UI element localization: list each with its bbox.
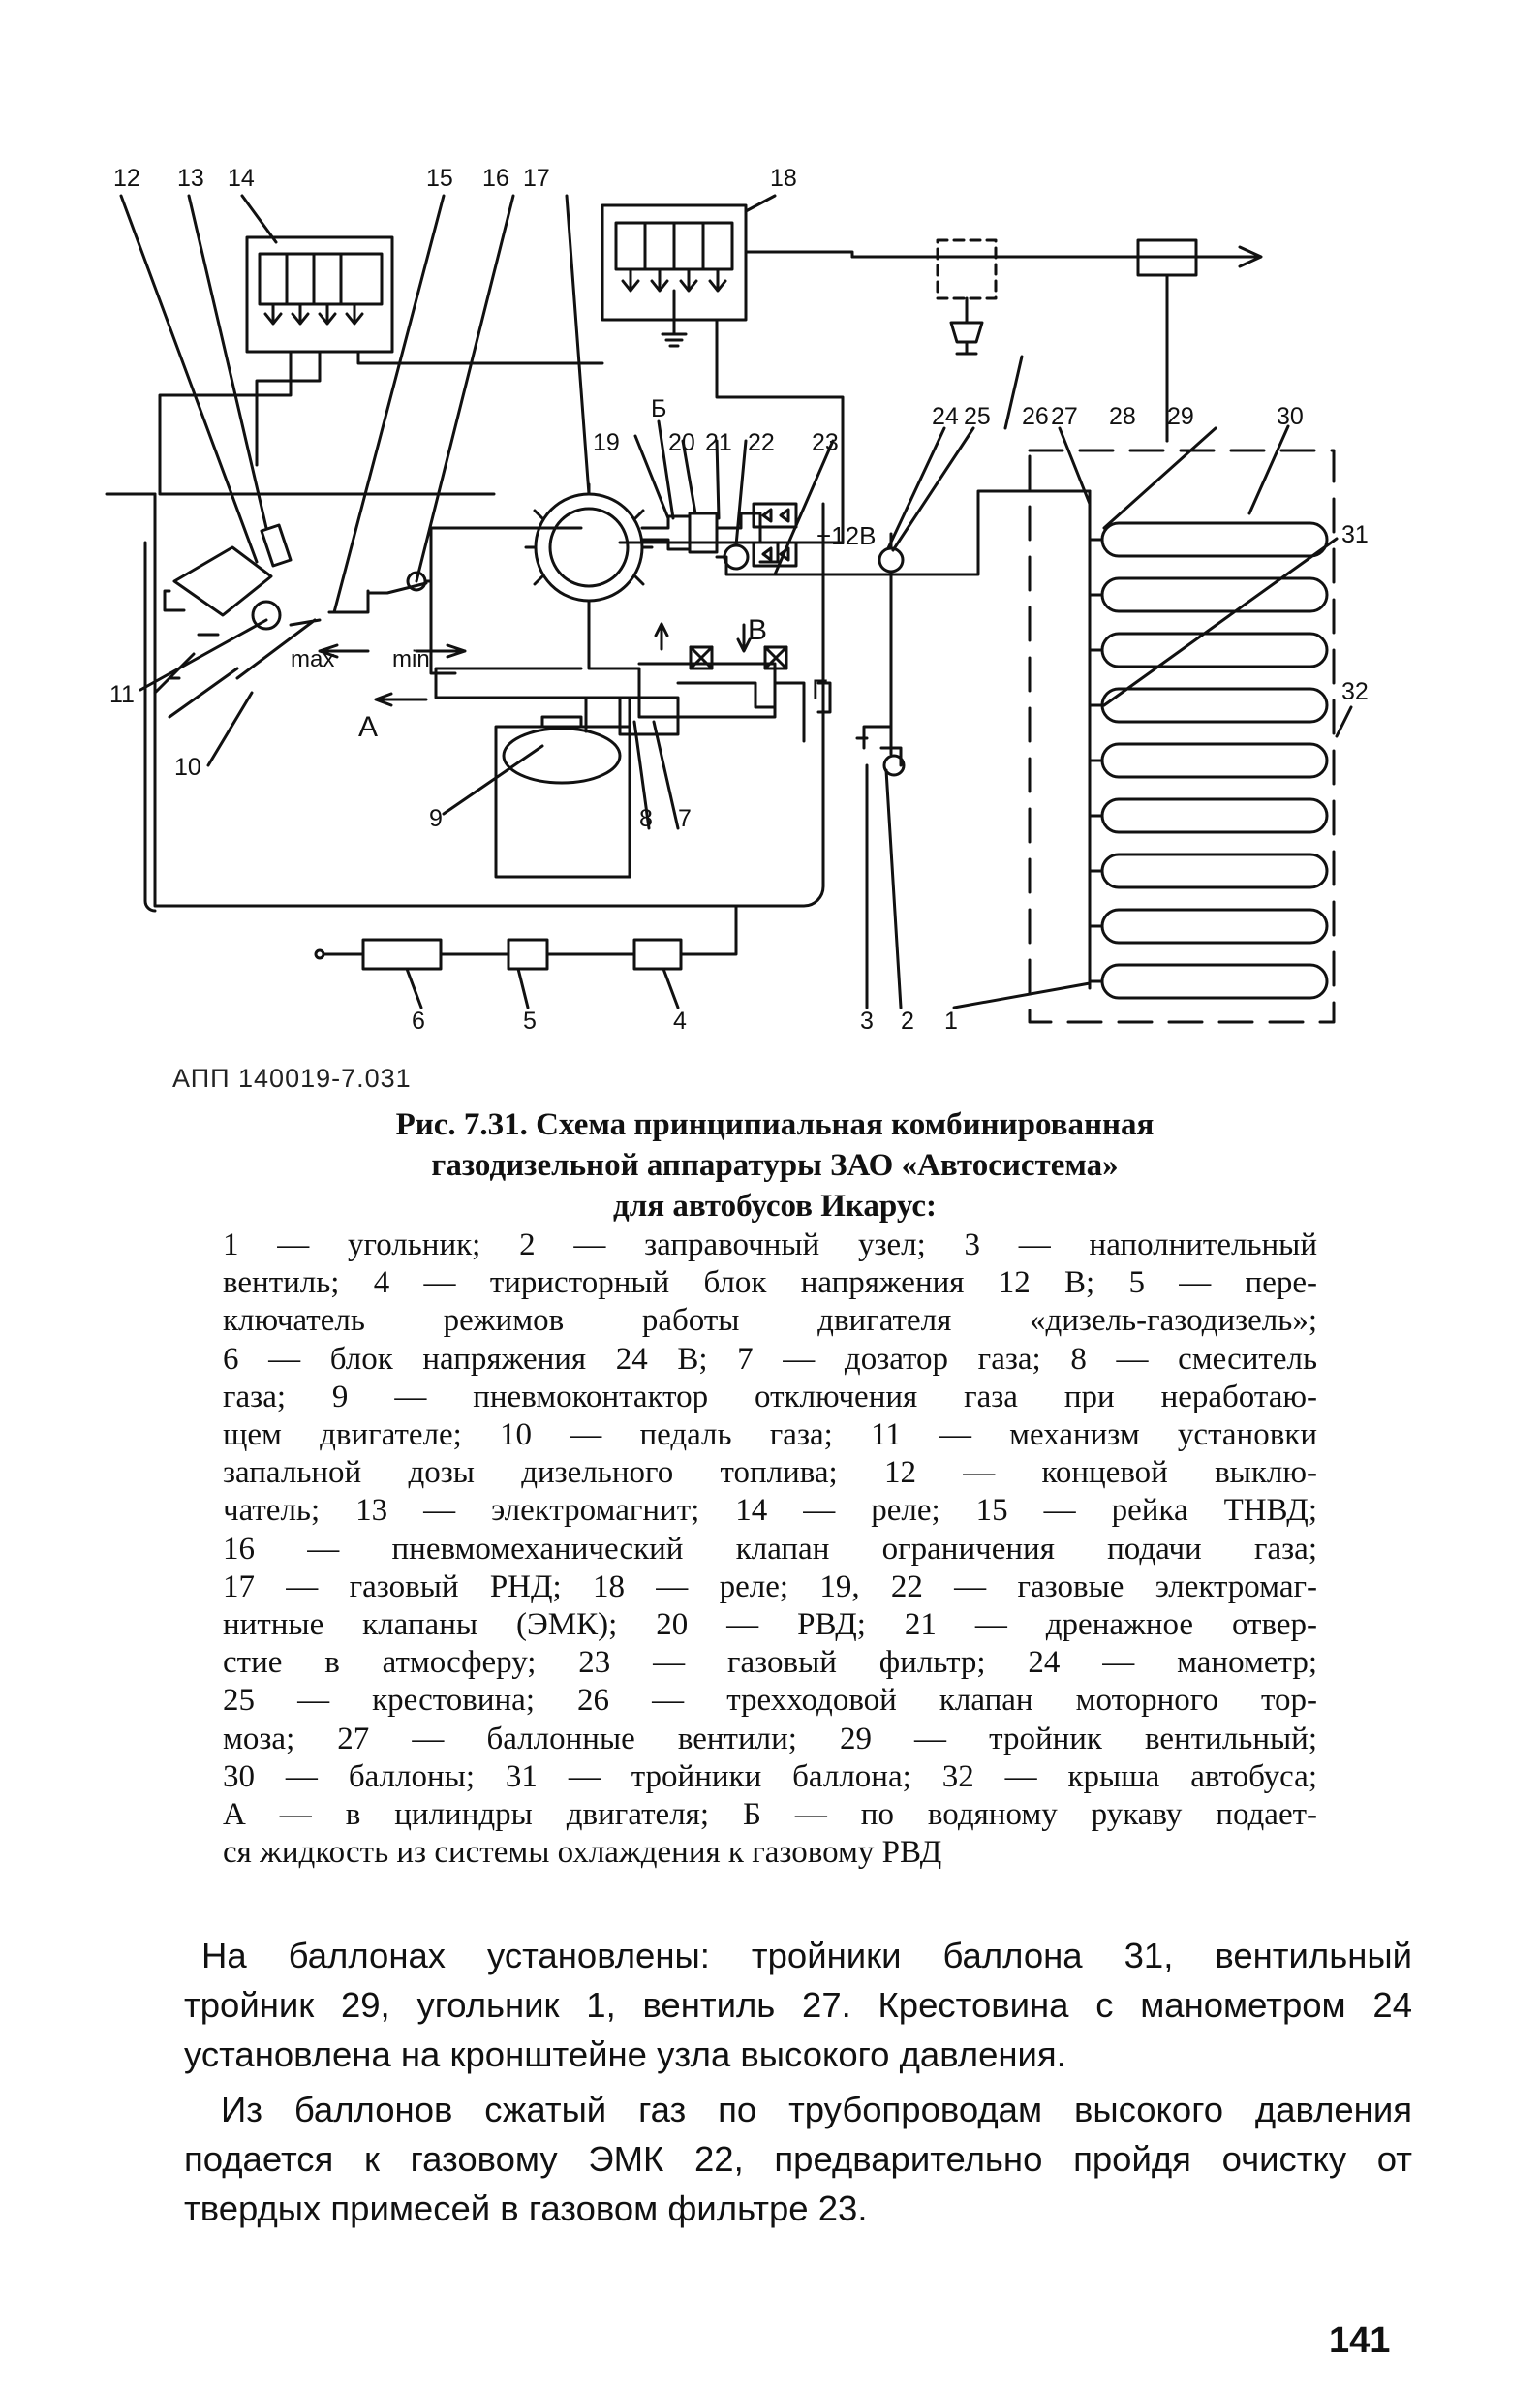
callout: 6	[412, 1008, 425, 1035]
legend-line: 1 — угольник; 2 — заправочный узел; 3 — …	[223, 1227, 1317, 1262]
legend-line: 25 — крестовина; 26 — трехходовой клапан…	[223, 1683, 1317, 1719]
callout: 15	[426, 165, 453, 192]
figure-code: АПП 140019-7.031	[172, 1064, 412, 1093]
page-number: 141	[1329, 2320, 1391, 2361]
caption-title-line: газодизельной аппаратуры ЗАО «Автосистем…	[431, 1148, 1119, 1183]
label-a: А	[358, 711, 378, 743]
paragraph-line: установлена на кронштейне узла высокого …	[184, 2034, 1066, 2074]
callout: 16	[482, 165, 509, 192]
figure-legend: 1 — угольник; 2 — заправочный узел; 3 — …	[223, 1227, 1317, 1872]
relay-block-14	[245, 235, 394, 354]
legend-line: 17 — газовый РНД; 18 — реле; 19, 22 — га…	[223, 1568, 1317, 1604]
callout: 17	[523, 165, 550, 192]
callout: 30	[1277, 403, 1304, 430]
callout: 22	[748, 429, 775, 456]
legend-line: газа; 9 — пневмоконтактор отключения газ…	[223, 1379, 1317, 1414]
callout: 4	[673, 1008, 687, 1035]
label-max: max	[291, 646, 334, 672]
callout: 27	[1051, 403, 1078, 430]
cylinder-bank-30	[1088, 521, 1329, 1000]
legend-line: стие в атмосферу; 23 — газовый фильтр; 2…	[223, 1645, 1317, 1681]
callout: 1	[944, 1008, 958, 1035]
caption-title-line: Рис. 7.31. Схема принципиальная комбинир…	[395, 1107, 1155, 1142]
label-g: Г	[812, 674, 827, 706]
callout: 18	[770, 165, 797, 192]
legend-line: 16 — пневмомеханический клапан ограничен…	[223, 1531, 1317, 1567]
callout: 12	[113, 165, 140, 192]
legend-line: запальной дозы дизельного топлива; 12 — …	[223, 1455, 1317, 1491]
callout: 25	[964, 403, 991, 430]
figure-caption-title: Рис. 7.31. Схема принципиальная комбинир…	[223, 1104, 1327, 1227]
callout: 8	[639, 805, 653, 832]
callout: Б	[651, 395, 666, 422]
callout: 10	[174, 754, 201, 781]
pedal-mechanism	[153, 523, 322, 719]
callout: 11	[109, 681, 135, 708]
label-v: В	[748, 614, 767, 646]
paragraph-line: твердых примесей в газовом фильтре 23.	[184, 2189, 868, 2228]
body-paragraph-2: Из баллонов сжатый газ по трубопроводам …	[184, 2085, 1412, 2233]
callout: 28	[1109, 403, 1136, 430]
callout: 19	[593, 429, 620, 456]
caption-title-line: для автобусов Икарус:	[613, 1189, 937, 1224]
label-voltage: +12В	[816, 521, 876, 550]
legend-line: щем двигателе; 10 — педаль газа; 11 — ме…	[223, 1417, 1317, 1453]
legend-line: ключатель режимов работы двигателя «дизе…	[223, 1303, 1317, 1339]
callout: 5	[523, 1008, 537, 1035]
legend-line: вентиль; 4 — тиристорный блок напряжения…	[223, 1265, 1317, 1301]
relay-block-18	[601, 203, 748, 348]
legend-line: нитные клапаны (ЭМК); 20 — РВД; 21 — дре…	[223, 1607, 1317, 1643]
callout: 13	[177, 165, 204, 192]
callout: 14	[228, 165, 255, 192]
callout: 31	[1341, 521, 1369, 548]
legend-line: ся жидкость из системы охлаждения к газо…	[223, 1835, 942, 1871]
paragraph-line: На баллонах установлены: тройники баллон…	[201, 1936, 1412, 1975]
callout: 29	[1167, 403, 1194, 430]
callout: 3	[860, 1008, 874, 1035]
legend-line: 30 — баллоны; 31 — тройники баллона; 32 …	[223, 1758, 1317, 1794]
paragraph-line: тройник 29, угольник 1, вентиль 27. Крес…	[184, 1985, 1412, 2025]
legend-line: А — в цилиндры двигателя; Б — по водяном…	[223, 1797, 1317, 1833]
gas-regulator-17	[524, 482, 654, 612]
paragraph-line: Из баллонов сжатый газ по трубопроводам …	[221, 2090, 1412, 2129]
schematic-figure: 12 13 14 15 16 17 18 Б 19 20 21 22 23 24…	[105, 165, 1369, 1035]
callout: 26	[1022, 403, 1049, 430]
legend-line: 6 — блок напряжения 24 В; 7 — дозатор га…	[223, 1341, 1317, 1377]
callout: 23	[812, 429, 839, 456]
label-min: min	[392, 646, 430, 672]
callout: 9	[429, 805, 443, 832]
callout: 24	[932, 403, 959, 430]
callout: 21	[705, 429, 732, 456]
callout: 20	[668, 429, 695, 456]
legend-line: моза; 27 — баллонные вентили; 29 — тройн…	[223, 1721, 1317, 1756]
callout: 2	[901, 1008, 914, 1035]
legend-line: чатель; 13 — электромагнит; 14 — реле; 1…	[223, 1493, 1317, 1529]
callout: 32	[1341, 678, 1369, 705]
paragraph-line: подается к газовому ЭМК 22, предваритель…	[184, 2139, 1412, 2179]
callout: 7	[678, 805, 692, 832]
body-paragraph-1: На баллонах установлены: тройники баллон…	[184, 1931, 1412, 2079]
